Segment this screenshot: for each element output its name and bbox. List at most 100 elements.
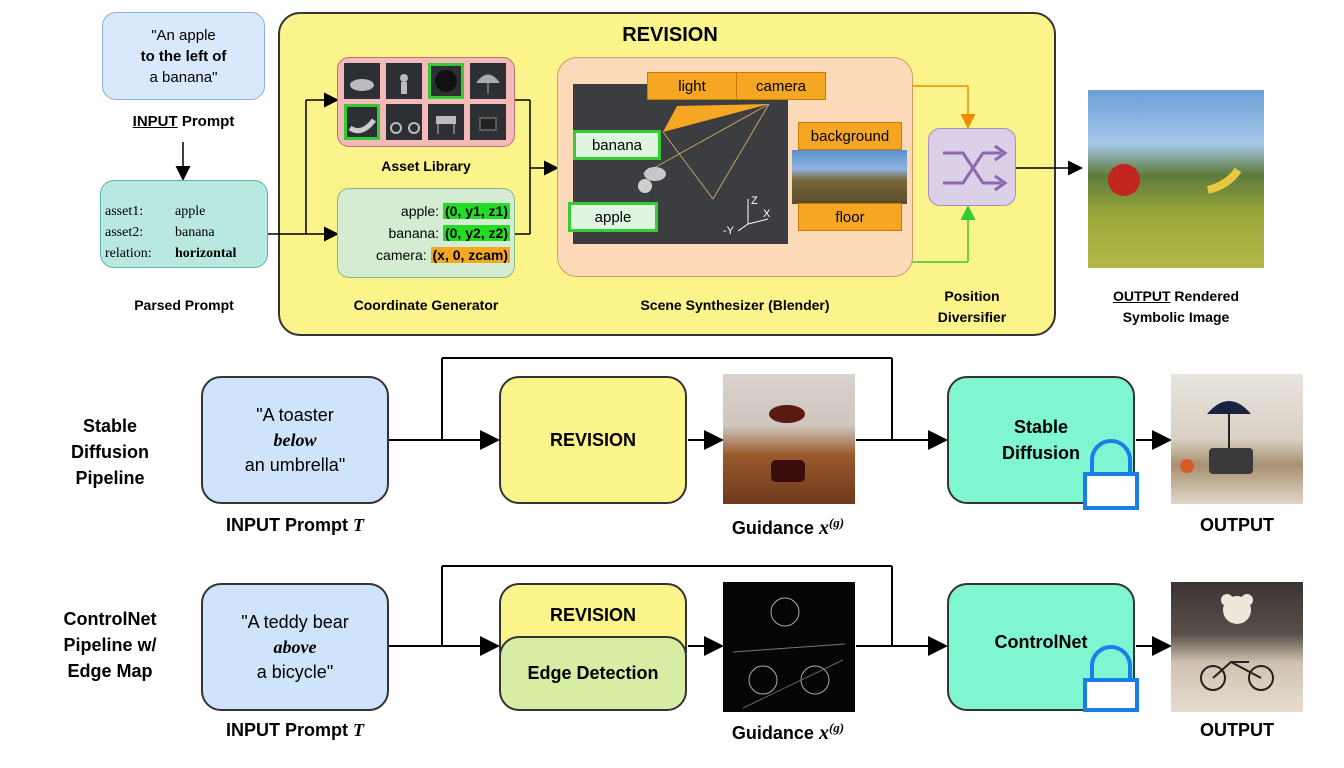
parsed-val: apple [175,204,206,219]
pipeline-2-prompt-box: "A teddy bear above a bicycle" [201,583,389,711]
diversifier-line-1: Position [944,288,1000,304]
parsed-prompt-box: asset1: apple asset2: banana relation: hori… [100,180,268,268]
pipeline-1-prompt-line1: "A toaster [256,404,334,425]
pipeline-2-guidance-symbol: x [818,722,829,744]
pipeline-1-model-line2: Diffusion [1002,443,1080,463]
asset-banana-icon [344,104,380,140]
position-diversifier-box [928,128,1016,206]
diversifier-line-2: Diversifier [937,309,1007,325]
pipeline-1-revision-box: REVISION [499,376,687,504]
pipeline-2-name-line3: Edge Map [67,661,153,681]
axis-x-label: X [763,208,771,220]
top-output-image [1088,90,1264,268]
output-2-glyphs [1200,594,1274,691]
parsed-row-asset1: asset1: apple [105,201,267,222]
pipeline-2-output-label: OUTPUT [1200,720,1274,740]
output-1-glyphs [1180,401,1253,474]
pipeline-1-guidance-text: Guidance [731,518,814,538]
scene-panorama-image [792,150,907,204]
pipeline-1-name: Stable Diffusion Pipeline [50,413,170,491]
pipeline-2-input-text: INPUT Prompt [225,720,348,740]
parsed-row-relation: relation: horizontal [105,243,267,264]
pipeline-1-guidance-label: Guidance x(g) [700,515,876,540]
top-output-label-line2: Symbolic Image [1122,309,1230,325]
pipeline-1-output-label: OUTPUT [1200,515,1274,535]
pipeline-2-prompt-line2: above [273,636,317,657]
pipeline-1-guidance-symbol: x [818,517,829,539]
pipeline-1-input-text: INPUT Prompt [225,515,348,535]
pipeline-2-name-line1: ControlNet [63,609,157,629]
pipeline-1-prompt-line2: below [273,429,317,450]
top-prompt-line-2: to the left of [140,47,227,65]
parsed-val: horizontal [175,246,237,261]
pipeline-2-name-line2: Pipeline w/ [63,635,157,655]
pipeline-2-guidance-image [723,582,855,712]
asset-library-label: Asset Library [381,158,471,174]
top-prompt-line-3: a banana" [149,68,218,86]
pipeline-1-name-line2: Diffusion [71,442,149,462]
top-input-prompt-box: "An apple to the left of a banana" [102,12,265,100]
coord-row-apple: apple: (0, y1, z1) [338,203,510,219]
parsed-key: relation: [105,246,152,261]
pipeline-2-edge-detection-label: Edge Detection [527,663,659,683]
revision-title: REVISION [622,24,718,46]
pipeline-2-edge-detection-box: Edge Detection [499,636,687,711]
parsed-val: banana [175,225,215,240]
axis-y-label: -Y [723,225,735,237]
coordinate-generator-label: Coordinate Generator [353,297,499,313]
top-input-label: INPUT Prompt [102,113,265,130]
pipeline-1-prompt-line3: an umbrella" [244,454,346,475]
pipeline-1-guidance-image [723,374,855,504]
pipeline-2-prompt-line1: "A teddy bear [241,611,349,632]
scene-banana-tag: banana [573,130,661,160]
coord-name: camera: [376,247,427,263]
coord-name: apple: [400,203,440,219]
asset-library-box [337,57,515,147]
scene-apple-tag: apple [568,202,658,232]
pipeline-1-input-label: INPUT Prompt T [190,515,400,536]
pipeline-2-guidance-text: Guidance [731,723,814,743]
coord-row-banana: banana: (0, y2, z2) [338,225,510,241]
pipeline-2-name: ControlNet Pipeline w/ Edge Map [40,606,180,684]
parsed-key: asset2: [105,225,144,240]
output-rest: Rendered [1170,288,1240,304]
pipeline-2-input-symbol: T [353,720,365,740]
top-output-label-line1: OUTPUT Rendered [1078,286,1274,307]
scene-wireframe: Z -Y X [638,103,771,237]
asset-library-glyphs [348,70,500,134]
guidance-1-glyphs [769,405,805,482]
coord-value: (x, 0, zcam) [430,247,510,263]
edge-map-glyphs [732,597,846,709]
coord-row-camera: camera: (x, 0, zcam) [338,247,510,263]
pipeline-2-revision-label: REVISION [549,605,637,625]
coord-value: (0, y1, z1) [442,203,510,219]
pipeline-2-output-image [1171,582,1303,712]
asset-apple-icon [428,63,464,99]
top-prompt-line-1: "An apple [151,26,216,44]
pipeline-1-prompt-box: "A toaster below an umbrella" [201,376,389,504]
asset-motorbike-icon [386,104,422,140]
pipeline-2-model-label: ControlNet [994,631,1088,652]
pipeline-1-model-line1: Stable [1013,417,1069,437]
pipeline-1-guidance-sup: (g) [828,515,845,530]
axis-z-label: Z [751,195,758,207]
position-diversifier-label: Position Diversifier [920,286,1024,328]
scene-light-tag: light [647,72,737,100]
pipeline-1-name-line1: Stable [82,416,138,436]
scene-floor-tag: floor [798,203,902,231]
scene-camera-tag: camera [736,72,826,100]
pipeline-2-guidance-sup: (g) [828,720,845,735]
pipeline-2-guidance-label: Guidance x(g) [700,720,876,745]
parsed-key: asset1: [105,204,144,219]
scene-synthesizer-label: Scene Synthesizer (Blender) [640,297,830,313]
top-output-label: OUTPUT Rendered Symbolic Image [1078,286,1274,328]
top-input-label-rest: Prompt [177,113,235,130]
parsed-row-asset2: asset2: banana [105,222,267,243]
scene-background-tag: background [798,122,902,150]
parsed-prompt-label: Parsed Prompt [134,297,234,313]
coord-name: banana: [388,225,440,241]
output-underlined: OUTPUT [1112,288,1171,304]
output-scene-glyphs [1108,164,1242,196]
